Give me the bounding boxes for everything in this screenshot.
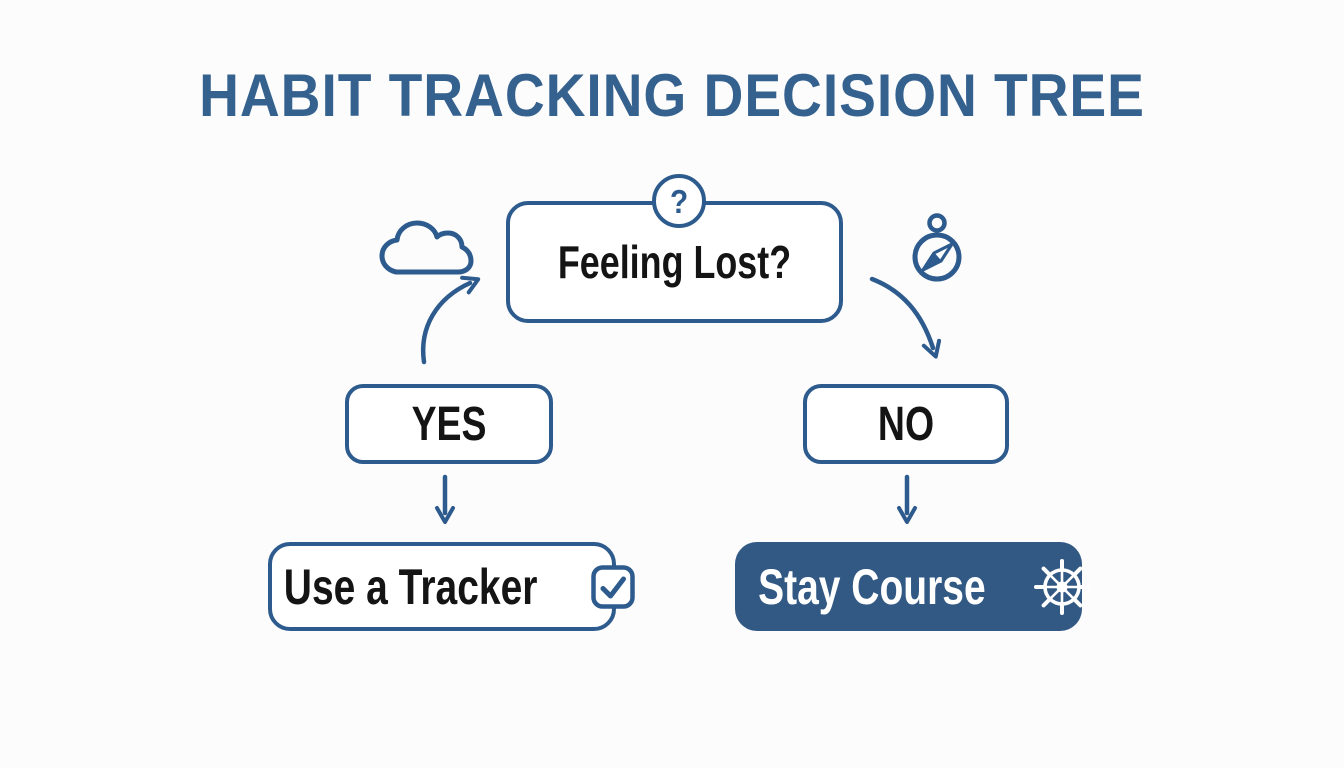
node-stay-course: Stay Course bbox=[735, 542, 1091, 631]
node-use-a-tracker-label: Use a Tracker bbox=[284, 558, 538, 615]
node-no-label: NO bbox=[877, 397, 935, 451]
compass-icon bbox=[912, 213, 962, 282]
node-feeling-lost-label: Feeling Lost? bbox=[557, 236, 792, 288]
node-use-a-tracker: Use a Tracker bbox=[268, 542, 635, 631]
checkbox-checked-icon bbox=[590, 564, 635, 609]
node-yes-label: YES bbox=[411, 397, 487, 451]
cloud-icon bbox=[379, 220, 474, 275]
question-mark-icon: ? bbox=[652, 174, 706, 228]
node-no: NO bbox=[803, 384, 1009, 464]
page-title: HABIT TRACKING DECISION TREE bbox=[199, 62, 1145, 129]
node-stay-course-label: Stay Course bbox=[757, 558, 986, 615]
edge-yes-to-question bbox=[420, 275, 481, 365]
node-yes: YES bbox=[345, 384, 553, 464]
edge-question-to-no bbox=[869, 276, 942, 359]
ship-wheel-icon bbox=[1034, 558, 1091, 615]
question-mark-glyph: ? bbox=[669, 182, 689, 220]
